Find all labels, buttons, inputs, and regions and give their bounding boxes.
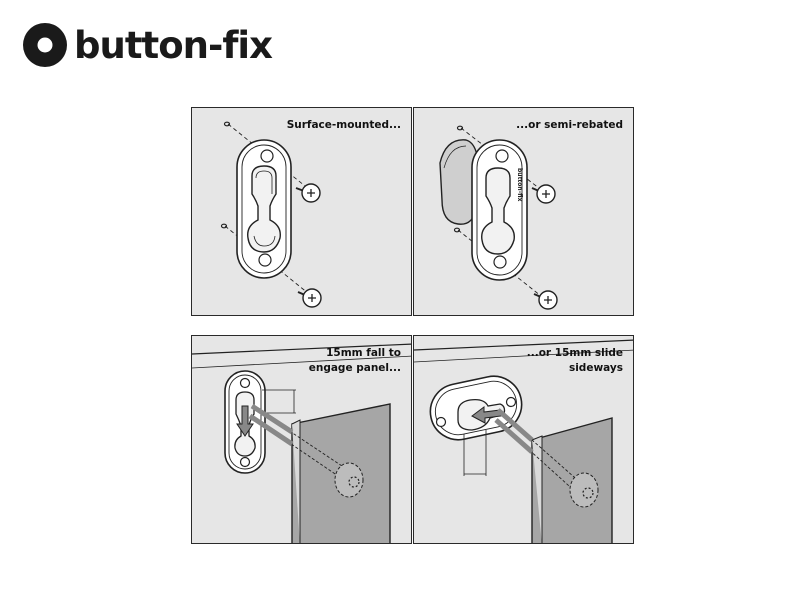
panel-caption: ...or 15mm slide sideways bbox=[526, 347, 623, 374]
illustration-sideways-slide: ...or 15mm slide sideways bbox=[413, 335, 634, 544]
illustration-surface-mounted: Surface-mounted... bbox=[191, 107, 412, 316]
illustration-semi-rebated: button-fix ...or semi-rebated bbox=[413, 107, 634, 316]
button-logo-icon bbox=[23, 23, 67, 67]
brand-name: button-fix bbox=[74, 23, 273, 67]
surface-mount-drawing bbox=[220, 121, 322, 308]
illustration-vertical-fall: 15mm fall to engage panel... bbox=[191, 335, 412, 544]
brand-logo: button-fix bbox=[22, 22, 273, 68]
plate-brand-text: button-fix bbox=[516, 168, 523, 202]
sideways-slide-drawing bbox=[414, 339, 633, 543]
panel-caption: 15mm fall to engage panel... bbox=[308, 347, 401, 374]
semi-rebated-drawing: button-fix bbox=[439, 125, 558, 310]
panel-caption: Surface-mounted... bbox=[286, 119, 401, 131]
vertical-fall-drawing bbox=[192, 343, 411, 543]
panel-caption: ...or semi-rebated bbox=[516, 119, 623, 131]
